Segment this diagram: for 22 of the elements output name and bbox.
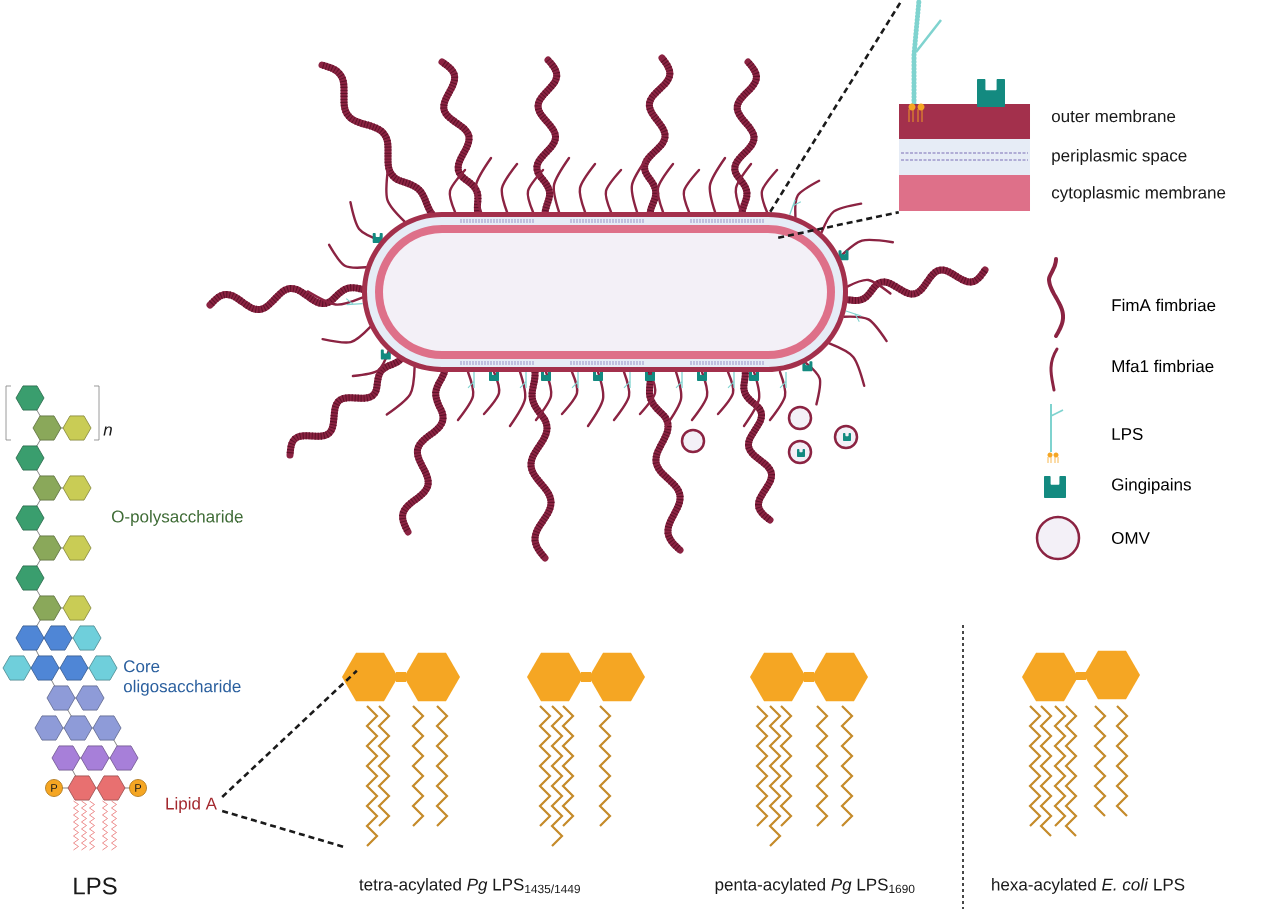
structure-label: Lipid A (166, 797, 217, 813)
legend-label: Gingipains (1112, 478, 1191, 494)
caption: penta-acylated Pg LPS$_{1690}$ (715, 878, 915, 894)
region-label: O-polysaccharide (112, 510, 243, 526)
caption: hexa-acylated E. coli LPS (992, 878, 1185, 894)
legend-label: Mfa1 fimbriae (1112, 359, 1214, 373)
layer-label: periplasmic space (1052, 149, 1187, 165)
zoom-line (777, 210, 900, 240)
legend-label: LPS (1112, 428, 1143, 440)
zoom-line (221, 669, 358, 798)
zoom-line (769, 1, 902, 213)
legend-label: FimA fimbriae (1112, 298, 1216, 312)
caption: tetra-acylated Pg LPS$_{1435/1449}$ (359, 878, 580, 894)
region-label: Core oligosaccharide (123, 660, 241, 696)
structure-title: LPS (74, 877, 117, 895)
repeat-index: n (103, 426, 112, 436)
legend-label: OMV (1112, 532, 1150, 544)
layer-label: cytoplasmic membrane (1051, 186, 1226, 202)
membrane-inset-drawing (899, 0, 1030, 211)
lipid-a-drawing (342, 652, 460, 847)
zoom-line (221, 809, 346, 849)
layer-label: outer membrane (1051, 109, 1176, 123)
